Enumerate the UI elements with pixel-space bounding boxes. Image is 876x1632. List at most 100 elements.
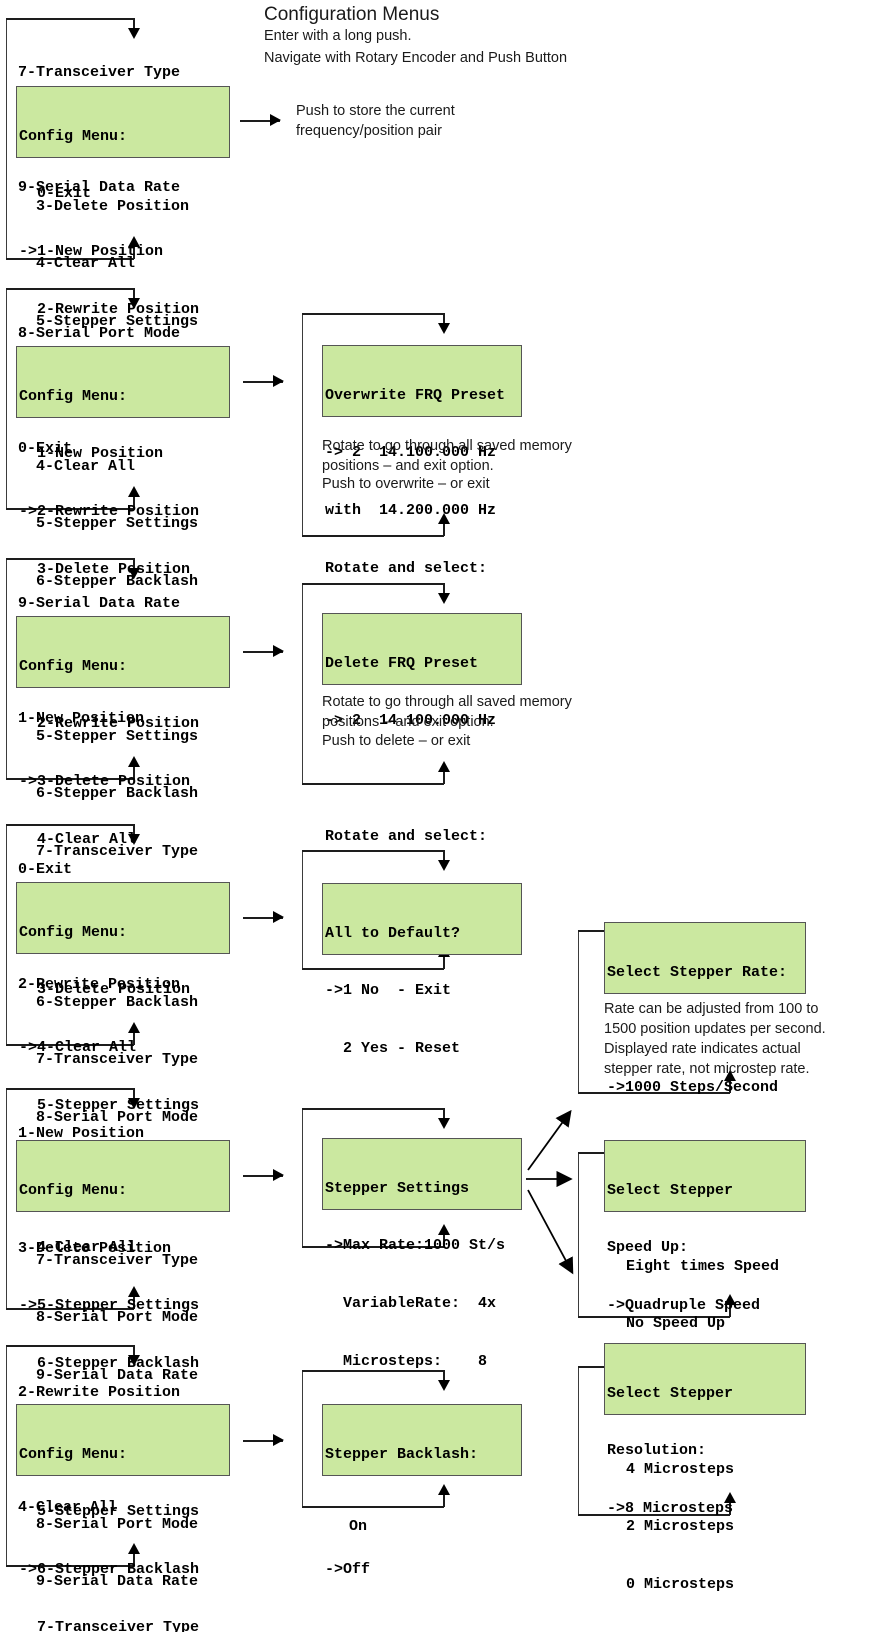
- menu-line: Eight times Speed: [608, 1257, 780, 1275]
- loop-up-stem-rate: [729, 1080, 731, 1093]
- lcd-line: Config Menu:: [19, 387, 128, 405]
- lcd-line-selected: ->2-Rewrite Position: [19, 503, 200, 521]
- lcd-stepper-settings-menu[interactable]: Config Menu: 4-Clear All ->5-Stepper Set…: [16, 1140, 230, 1372]
- menu-line: 4-Clear All: [18, 255, 136, 273]
- loop-up-stem-speedup: [729, 1304, 731, 1317]
- loop-bottom-stepper-backlash: [6, 1565, 134, 1567]
- arrow-down-delete-position: [128, 568, 140, 579]
- loop-bottom-stepper-settings-screen: [302, 1246, 444, 1248]
- menu-line: No Speed Up: [608, 1315, 726, 1333]
- arrow-down-new-position: [128, 28, 140, 39]
- menu-line: 4-Clear All: [18, 1499, 118, 1517]
- lcd-select-stepper-speedup[interactable]: Select Stepper Speed Up: ->Quadruple Spe…: [604, 1140, 806, 1314]
- menu-line: 2 Microsteps: [608, 1518, 735, 1536]
- arrow-up-resolution: [724, 1492, 736, 1503]
- lcd-line: Rotate and select:: [325, 560, 488, 578]
- menu-line: 3-Delete Position: [18, 1240, 172, 1258]
- menu-line: 5-Stepper Settings: [18, 313, 199, 331]
- note-delete-rotate: Rotate to go through all saved memory po…: [322, 694, 572, 730]
- connector-delete-position: [243, 651, 283, 653]
- lcd-overwrite-frq-preset[interactable]: Overwrite FRQ Preset -> 2 14.100.000 Hz …: [322, 345, 522, 577]
- menu-line: 9-Serial Data Rate: [18, 1367, 199, 1385]
- lcd-line-selected: ->1000 Steps/Second: [607, 1079, 779, 1097]
- arrow-down-stepper-backlash: [128, 1355, 140, 1366]
- note-stepper-rate: Rate can be adjusted from 100 to 1500 po…: [604, 1001, 826, 1077]
- loop-bottom-clear-all: [6, 1044, 134, 1046]
- lcd-line: 5-Stepper Settings: [19, 1503, 200, 1521]
- arrow-right-delete-position: [273, 645, 284, 657]
- lcd-line: 7-Transceiver Type: [19, 1619, 200, 1632]
- arrow-down-rewrite-position: [128, 298, 140, 309]
- menu-line: 0-Exit: [18, 440, 73, 458]
- lcd-stepper-backlash[interactable]: Stepper Backlash: ->Off: [322, 1404, 522, 1578]
- lcd-line: Config Menu:: [19, 1445, 128, 1463]
- lcd-new-position[interactable]: Config Menu: 0-Exit ->1-New Position 2-R…: [16, 86, 230, 318]
- loop-down-stem-delete-screen: [443, 583, 445, 595]
- arrow-up-new-position: [128, 236, 140, 247]
- connector-clear-all: [243, 917, 283, 919]
- lcd-line: 3-Delete Position: [19, 981, 191, 999]
- loop-bottom-speedup-screen: [578, 1316, 730, 1318]
- lcd-stepper-backlash-menu[interactable]: Config Menu: 5-Stepper Settings ->6-Step…: [16, 1404, 230, 1632]
- lcd-line-selected: ->Max Rate:1000 St/s: [325, 1237, 506, 1255]
- loop-down-stem-default-screen: [443, 850, 445, 862]
- arrow-down-ss-screen: [438, 1118, 450, 1129]
- arrow-down-clear-all: [128, 834, 140, 845]
- lcd-line: 0-Exit: [19, 185, 92, 203]
- lcd-line: Overwrite FRQ Preset: [325, 386, 506, 404]
- lcd-all-to-default[interactable]: All to Default? ->1 No - Exit 2 Yes - Re…: [322, 883, 522, 1057]
- connector-stepper-settings: [243, 1175, 283, 1177]
- loop-up-stem-delete-screen: [443, 771, 445, 784]
- lcd-line: Config Menu:: [19, 657, 128, 675]
- lcd-line: Resolution:: [607, 1442, 707, 1460]
- lcd-stepper-settings[interactable]: Stepper Settings ->Max Rate:1000 St/s Va…: [322, 1138, 522, 1370]
- lcd-line: Stepper Settings: [325, 1179, 470, 1197]
- lcd-line: Config Menu:: [19, 1181, 128, 1199]
- loop-down-stem-delete-position: [133, 558, 135, 570]
- arrow-up-clear-all: [128, 1022, 140, 1033]
- menu-line: 6-Stepper Backlash: [18, 573, 199, 591]
- loop-bottom-delete-screen: [302, 783, 444, 785]
- lcd-line-selected: ->1-New Position: [19, 243, 164, 261]
- loop-up-stem-delete-position: [133, 766, 135, 779]
- menu-line: 0-Exit: [18, 860, 73, 878]
- menu-below-stepper-backlash: 8-Serial Port Mode 9-Serial Data Rate 0-…: [18, 1476, 198, 1632]
- lcd-line-selected: ->Off: [325, 1561, 371, 1579]
- menu-line: 6-Stepper Backlash: [18, 993, 199, 1011]
- loop-down-stem-new-position: [133, 18, 135, 30]
- menu-line: 0 Microsteps: [608, 1576, 735, 1594]
- header-subtitle-2: Navigate with Rotary Encoder and Push Bu…: [264, 50, 568, 66]
- page-title: Configuration Menus: [264, 4, 440, 25]
- lcd-select-stepper-resolution[interactable]: Select Stepper Resolution: ->8 Microstep…: [604, 1343, 806, 1517]
- lcd-line: Select Stepper: [607, 1181, 734, 1199]
- arrow-down-overwrite: [438, 323, 450, 334]
- lcd-line: Select Stepper Rate:: [607, 963, 788, 981]
- lcd-line: Select Stepper: [607, 1384, 734, 1402]
- lcd-select-stepper-rate[interactable]: Select Stepper Rate: ->1000 Steps/Second: [604, 922, 806, 1096]
- lcd-rewrite-position[interactable]: Config Menu: 1-New Position ->2-Rewrite …: [16, 346, 230, 578]
- lcd-line: 3-Delete Position: [19, 561, 191, 579]
- arrow-up-speedup: [724, 1294, 736, 1305]
- loop-top-rewrite-position: [6, 288, 134, 290]
- lcd-line: with 14.200.000 Hz: [325, 502, 497, 520]
- lcd-delete-position[interactable]: Config Menu: 2-Rewrite Position ->3-Dele…: [16, 616, 230, 848]
- menu-below-stepper-settings: 7-Transceiver Type 8-Serial Port Mode 9-…: [18, 1212, 198, 1482]
- lcd-line: 4-Clear All: [19, 1239, 137, 1257]
- menu-line: 9-Serial Data Rate: [18, 179, 181, 197]
- lcd-line-selected: ->5-Stepper Settings: [19, 1297, 200, 1315]
- lcd-line: 2-Rewrite Position: [19, 301, 200, 319]
- lcd-line: Config Menu:: [19, 127, 128, 145]
- menu-line: 1-New Position: [18, 710, 145, 728]
- loop-up-stem-rewrite-position: [133, 496, 135, 509]
- lcd-line-selected: ->8 Microsteps: [607, 1500, 734, 1518]
- arrow-down-default-screen: [438, 860, 450, 871]
- arrow-up-rate: [724, 1070, 736, 1081]
- menu-line: 6-Stepper Backlash: [18, 785, 199, 803]
- lcd-line-selected: ->Quadruple Speed: [607, 1297, 761, 1315]
- arrow-up-ss-screen: [438, 1224, 450, 1235]
- lcd-delete-frq-preset[interactable]: Delete FRQ Preset -> 2 14.100.000 Hz Rot…: [322, 613, 522, 845]
- menu-line: 2-Rewrite Position: [18, 1383, 181, 1401]
- lcd-clear-all[interactable]: Config Menu: 3-Delete Position ->4-Clear…: [16, 882, 230, 1114]
- arrow-up-rewrite-position: [128, 486, 140, 497]
